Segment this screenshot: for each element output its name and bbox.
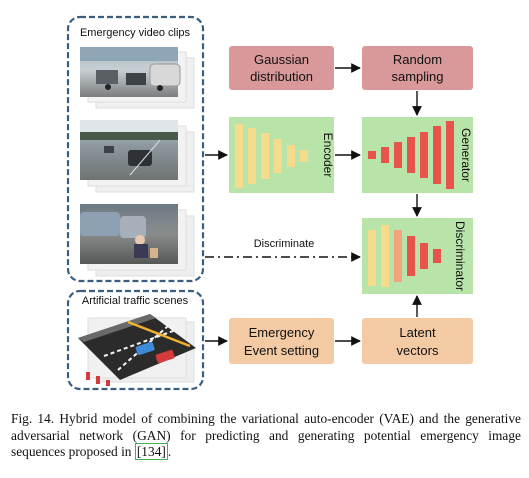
svg-text:Latent: Latent xyxy=(399,325,436,340)
svg-text:distribution: distribution xyxy=(250,69,313,84)
latent-vectors-node: Latent vectors xyxy=(362,318,473,364)
traffic-scene-image xyxy=(78,314,196,386)
svg-text:Gaussian: Gaussian xyxy=(254,52,309,67)
svg-text:sampling: sampling xyxy=(391,69,443,84)
traffic-scenes-group xyxy=(66,289,205,391)
generator-block: Generator xyxy=(362,117,473,193)
random-sampling-node: Random sampling xyxy=(362,46,473,90)
discriminate-label: Discriminate xyxy=(254,238,315,250)
emergency-event-setting-node: Emergency Event setting xyxy=(229,318,334,364)
discriminator-block: Discriminator xyxy=(362,218,473,294)
diagram-canvas: Emergency video clips Artificial traffic… xyxy=(66,15,473,391)
svg-text:Emergency: Emergency xyxy=(249,325,315,340)
generator-label: Generator xyxy=(459,128,473,182)
svg-text:Event setting: Event setting xyxy=(244,343,319,358)
video-clips-label: Emergency video clips xyxy=(80,27,191,39)
discriminator-label: Discriminator xyxy=(453,221,467,291)
gaussian-distribution-node: Gaussian distribution xyxy=(229,46,334,90)
svg-text:Random: Random xyxy=(393,52,442,67)
svg-text:vectors: vectors xyxy=(397,343,439,358)
video-clip-stack-2 xyxy=(80,120,195,193)
encoder-block: Encoder xyxy=(229,117,335,193)
traffic-scenes-label: Artificial traffic scenes xyxy=(82,295,189,307)
citation-link[interactable]: [134] xyxy=(134,443,168,460)
video-clip-stack-3 xyxy=(80,204,195,277)
encoder-label: Encoder xyxy=(321,133,335,178)
video-clip-stack-1 xyxy=(80,47,195,109)
figure-caption: Fig. 14. Hybrid model of combining the v… xyxy=(11,411,521,460)
video-clips-group xyxy=(66,15,205,283)
